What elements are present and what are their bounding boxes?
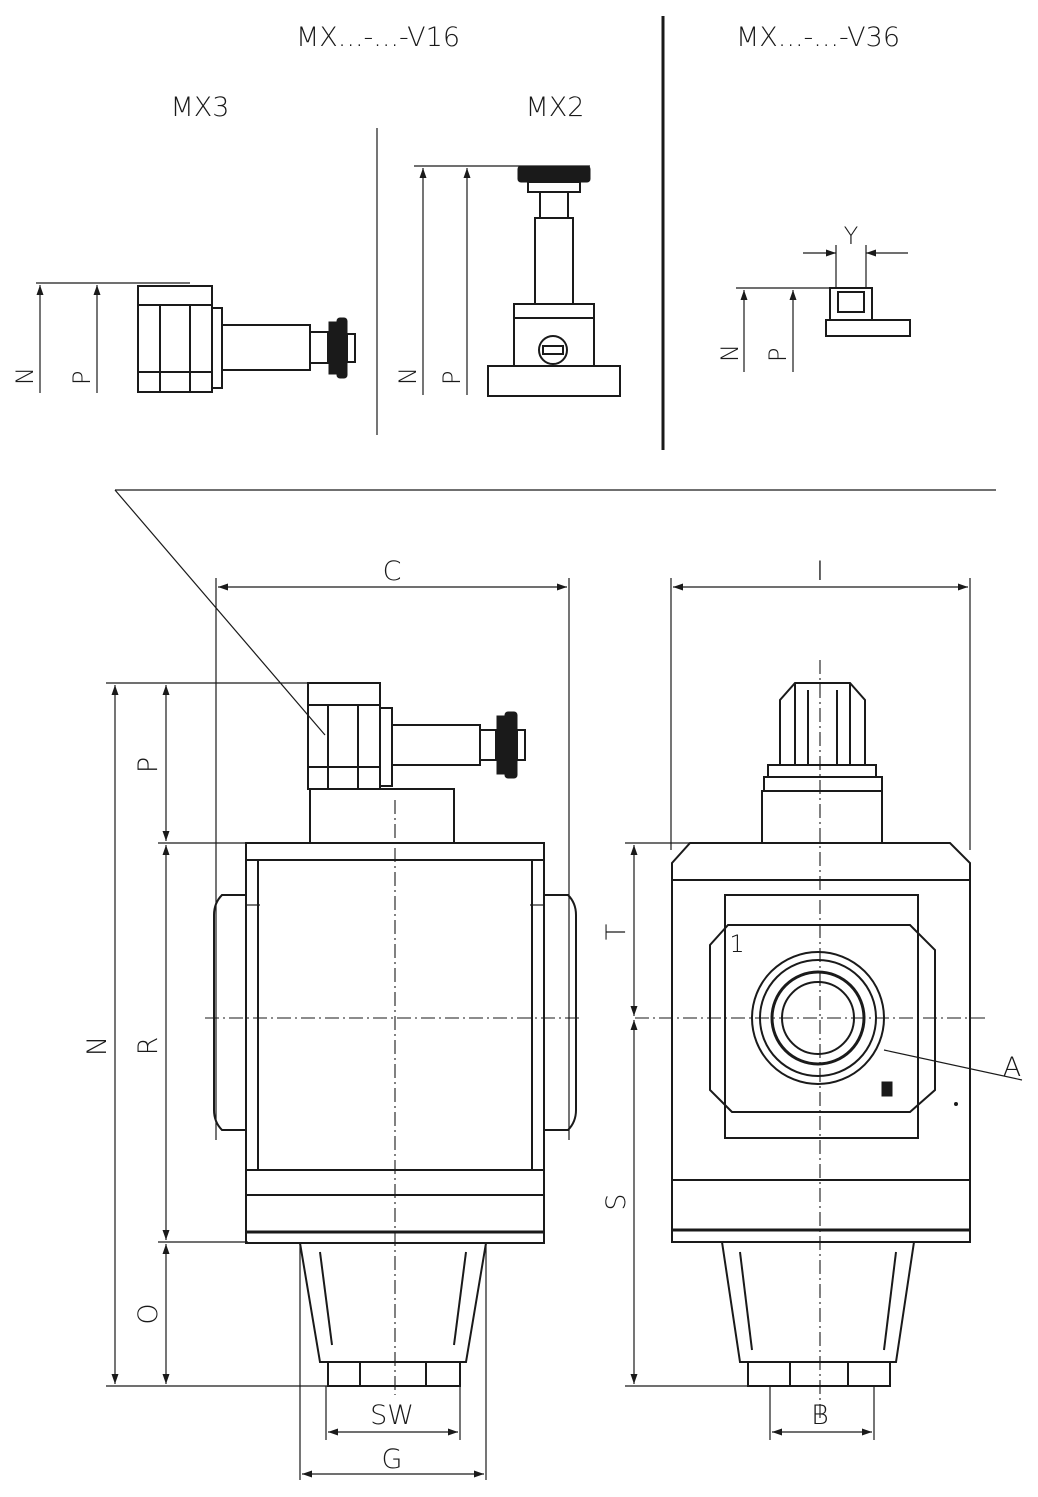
front-view [106, 578, 582, 1480]
dim-t: T [601, 924, 632, 941]
v36-dim-n: N [716, 344, 744, 362]
dim-sw: SW [370, 1400, 414, 1431]
mx2-solenoid-view [414, 165, 621, 397]
dim-i: I [816, 556, 824, 587]
mx3-dim-p: P [68, 371, 96, 385]
dim-n: N [82, 1036, 113, 1056]
v36-dim-y: Y [844, 222, 859, 250]
mx3-dim-n: N [11, 367, 39, 385]
mx2-dim-n: N [394, 367, 422, 385]
dim-p: P [133, 757, 164, 773]
heading-v36: MX...-...-V36 [736, 22, 900, 53]
mx2-dim-p: P [438, 371, 466, 385]
dim-c: C [383, 556, 402, 587]
callout-leader [114, 489, 326, 736]
dim-a: A [1003, 1052, 1021, 1083]
dim-s: S [601, 1193, 632, 1210]
side-view [625, 578, 1023, 1440]
v36-dim-p: P [764, 348, 792, 362]
heading-mx2: MX2 [526, 92, 585, 123]
dim-r: R [133, 1037, 164, 1056]
dim-o: O [133, 1303, 164, 1324]
port-label: 1 [729, 930, 744, 958]
v36-connector-view [736, 245, 911, 372]
heading-v16: MX...-...-V16 [296, 22, 460, 53]
dim-b: B [811, 1400, 829, 1431]
mx3-solenoid-view [36, 282, 356, 393]
heading-mx3: MX3 [171, 92, 230, 123]
dim-g: G [382, 1444, 403, 1475]
